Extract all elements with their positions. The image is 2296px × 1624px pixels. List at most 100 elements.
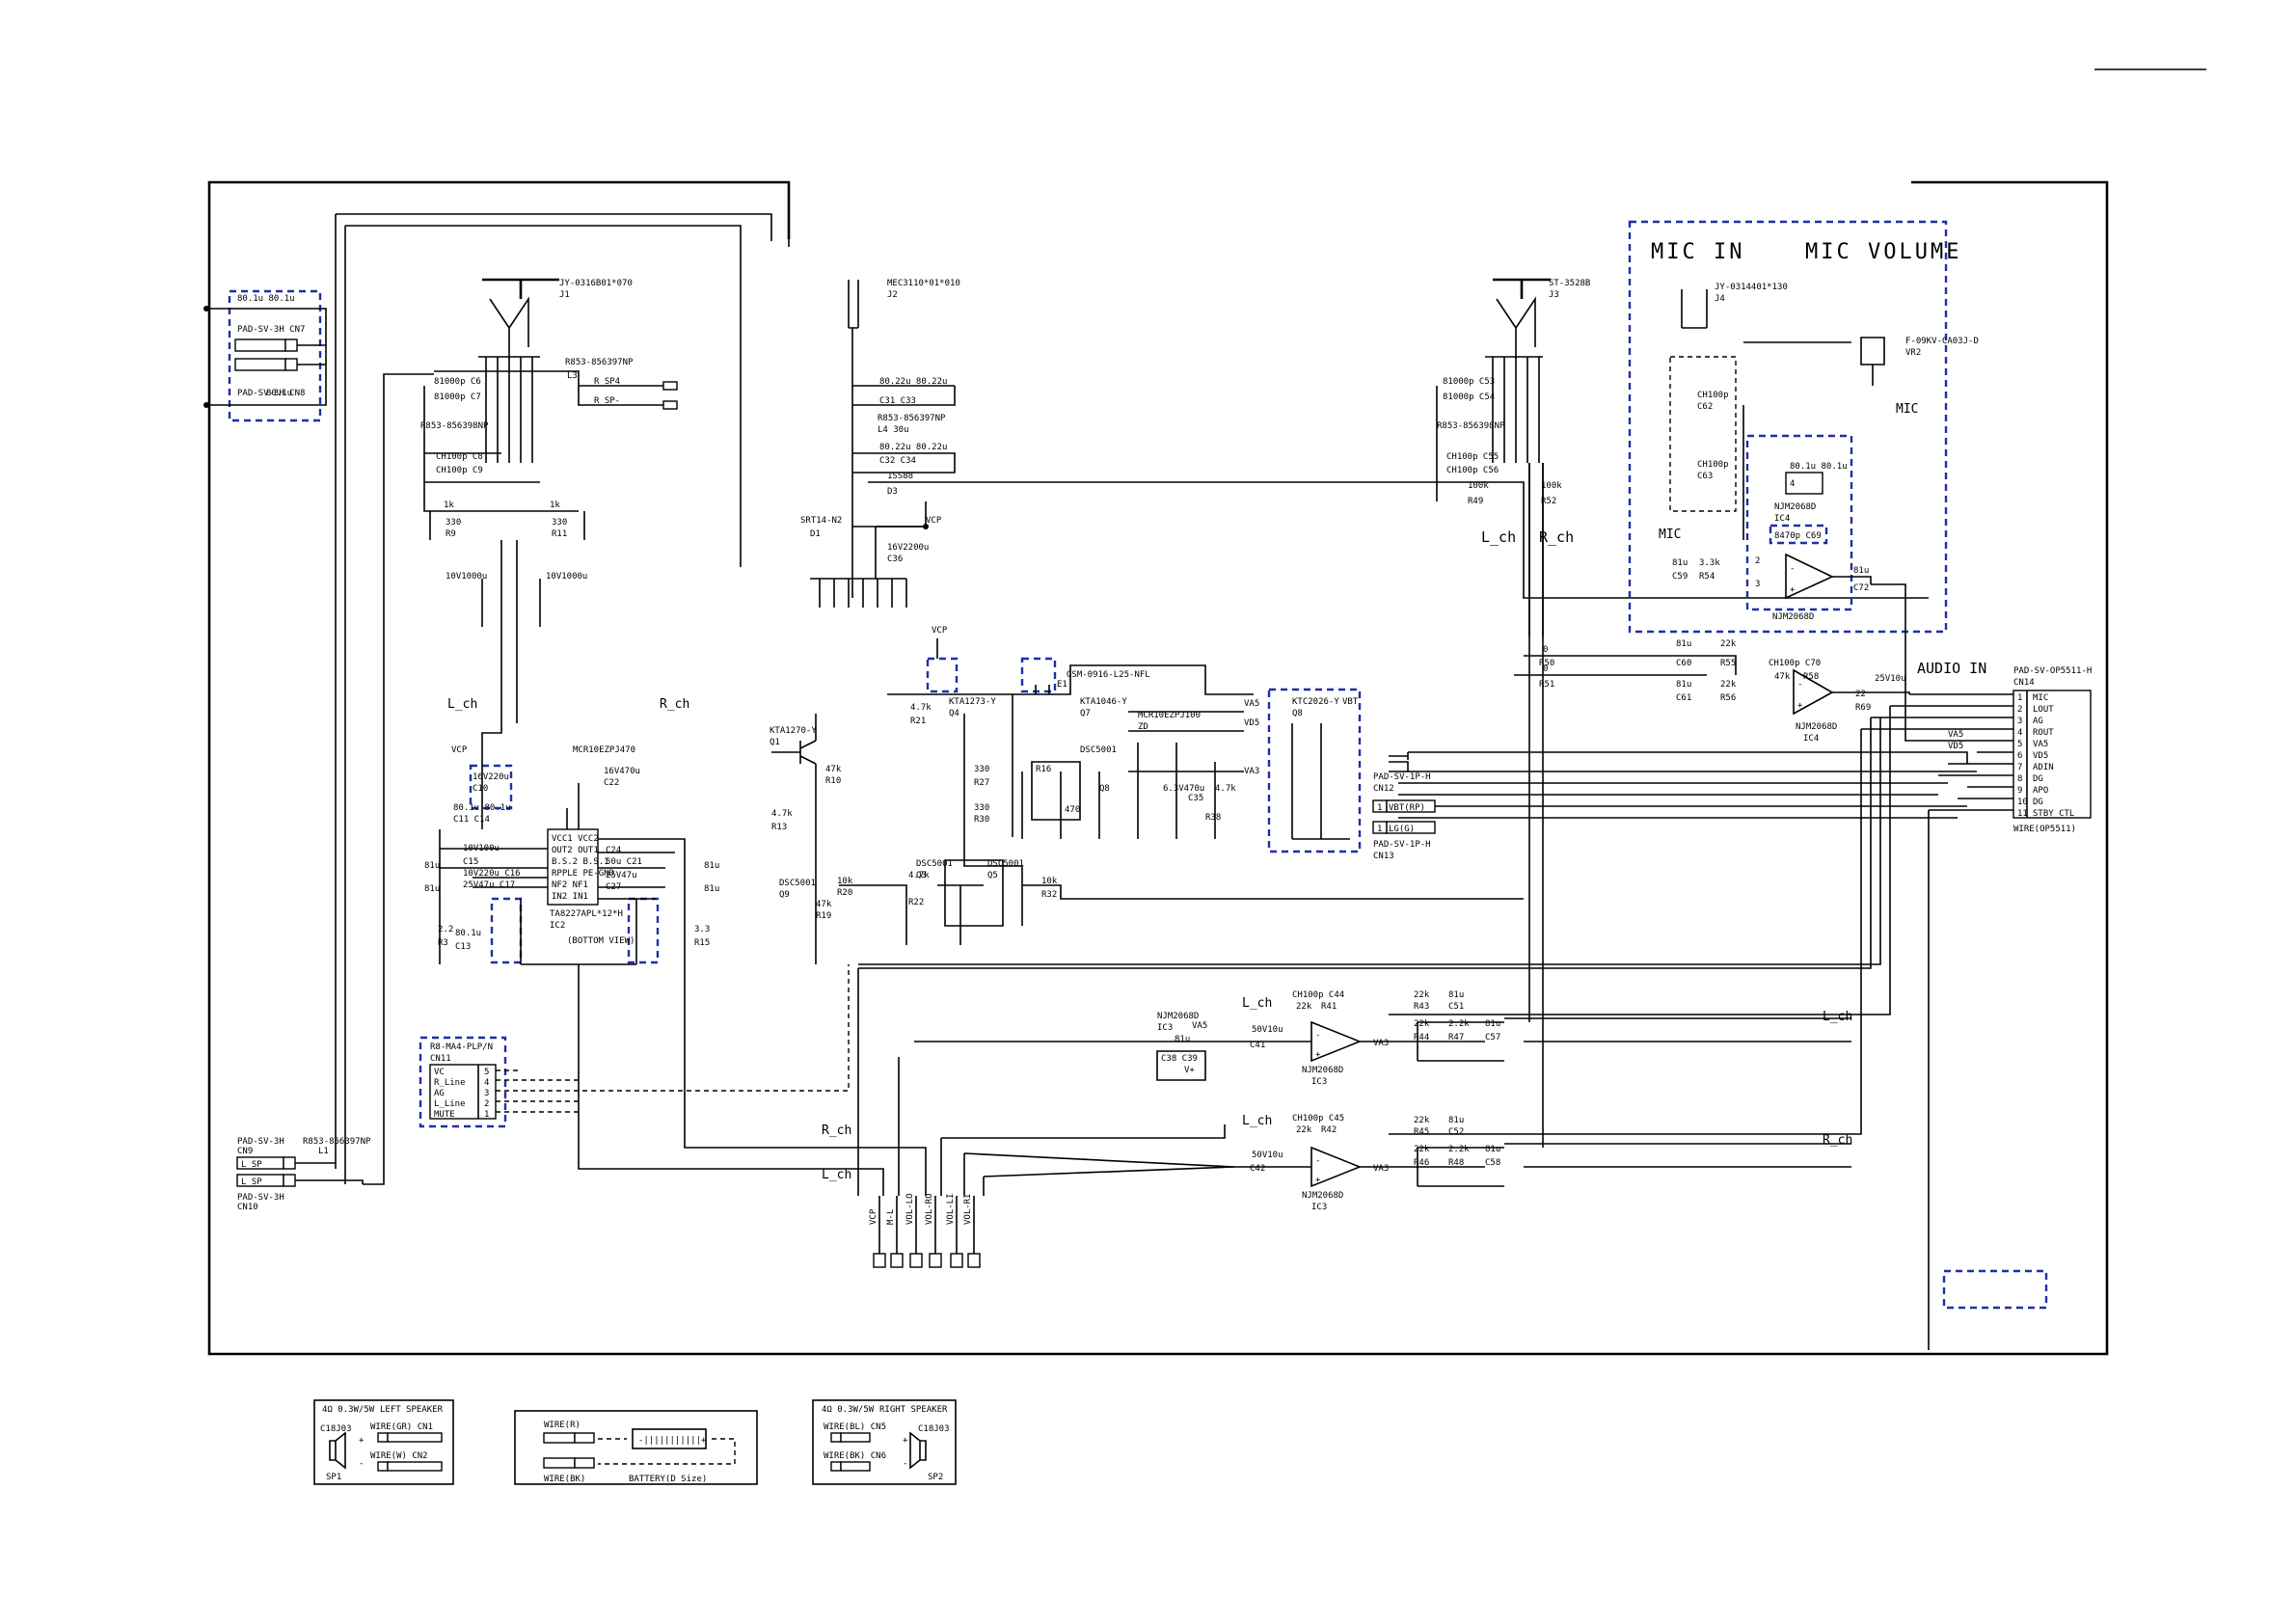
svg-text:3.3k: 3.3k xyxy=(1699,558,1720,568)
svg-text:PAD-SV-3H: PAD-SV-3H xyxy=(237,1137,284,1147)
r-ch-label-j3: R_ch xyxy=(1539,528,1574,546)
svg-text:J3: J3 xyxy=(1549,290,1559,300)
svg-text:IC4: IC4 xyxy=(1774,514,1790,524)
svg-text:R44: R44 xyxy=(1414,1033,1429,1042)
svg-text:81u: 81u xyxy=(424,884,440,894)
right-speaker-panel: 4Ω 0.3W/5W RIGHT SPEAKER C18J03 SP2 WIRE… xyxy=(812,1399,957,1485)
svg-text:16V220u: 16V220u xyxy=(473,772,509,782)
svg-text:25V47u: 25V47u xyxy=(606,871,637,880)
svg-text:-|||||||||||+: -|||||||||||+ xyxy=(638,1436,707,1446)
cn9-cn10-connectors[interactable]: PAD-SV-3H CN9 R853-856397NP L1 L_SP L_SP… xyxy=(236,373,434,1212)
svg-text:DSC5001: DSC5001 xyxy=(916,859,953,869)
svg-text:R15: R15 xyxy=(694,938,710,948)
svg-text:CN13: CN13 xyxy=(1373,852,1394,861)
svg-text:R32: R32 xyxy=(1041,890,1057,900)
svg-text:81u: 81u xyxy=(704,861,719,871)
svg-text:C58: C58 xyxy=(1485,1158,1500,1168)
svg-text:Q4: Q4 xyxy=(949,709,959,718)
svg-text:3: 3 xyxy=(484,1089,489,1098)
svg-text:KTA1273-Y: KTA1273-Y xyxy=(949,697,996,707)
svg-text:R8-MA4-PLP/N: R8-MA4-PLP/N xyxy=(430,1042,493,1052)
svg-text:-: - xyxy=(903,1459,907,1469)
svg-text:VBT(RP): VBT(RP) xyxy=(1389,803,1425,813)
q-highlight-1 xyxy=(926,657,959,693)
svg-text:J2: J2 xyxy=(887,290,898,300)
cn14-wiring xyxy=(858,693,2013,1350)
left-speaker-panel: 4Ω 0.3W/5W LEFT SPEAKER C18J03 SP1 WIRE(… xyxy=(313,1399,454,1485)
svg-text:80.1u: 80.1u xyxy=(266,389,292,398)
svg-text:R13: R13 xyxy=(771,823,787,832)
svg-text:R49: R49 xyxy=(1468,497,1483,506)
svg-text:JY-0314401*130: JY-0314401*130 xyxy=(1715,283,1788,292)
svg-text:C15: C15 xyxy=(463,857,478,867)
svg-text:47k: 47k xyxy=(816,900,832,909)
svg-text:AG: AG xyxy=(434,1089,445,1098)
svg-text:1k: 1k xyxy=(444,501,454,510)
svg-text:8: 8 xyxy=(2017,774,2022,784)
dc-filter-highlight xyxy=(228,289,322,422)
svg-text:8470p C69: 8470p C69 xyxy=(1774,531,1822,541)
svg-text:R22: R22 xyxy=(908,898,924,907)
svg-text:+: + xyxy=(1315,1050,1321,1060)
svg-text:R_ch: R_ch xyxy=(1823,1133,1852,1148)
svg-text:PAD-SV-3H: PAD-SV-3H xyxy=(237,1193,284,1203)
q8-highlight xyxy=(1267,688,1362,853)
svg-text:2.2: 2.2 xyxy=(438,925,453,934)
svg-text:D1: D1 xyxy=(810,529,821,539)
svg-text:81u: 81u xyxy=(1448,990,1464,1000)
q8-section: KTC2026-Y Q8 PAD-SV-1P-H CN12 1 VBT(RP) … xyxy=(1291,697,1436,861)
svg-text:CH100p C70: CH100p C70 xyxy=(1769,659,1821,668)
svg-text:80.22u 80.22u: 80.22u 80.22u xyxy=(879,377,947,387)
svg-text:PAD-SV-3H CN7: PAD-SV-3H CN7 xyxy=(237,325,305,335)
svg-text:KTA1270-Y: KTA1270-Y xyxy=(770,726,817,736)
svg-text:NF2 NF1: NF2 NF1 xyxy=(552,880,588,890)
ic2-right-cap-highlight xyxy=(627,897,660,964)
svg-text:10V1000u: 10V1000u xyxy=(546,572,587,582)
svg-text:NJM2068D: NJM2068D xyxy=(1157,1012,1199,1021)
svg-text:-: - xyxy=(1797,680,1802,690)
svg-text:VOL-LI: VOL-LI xyxy=(946,1193,956,1225)
svg-text:VCP: VCP xyxy=(932,626,948,636)
svg-text:R3: R3 xyxy=(438,938,448,948)
svg-text:M-L: M-L xyxy=(886,1209,896,1225)
svg-text:1SS88: 1SS88 xyxy=(887,472,913,481)
svg-text:CH100p C45: CH100p C45 xyxy=(1292,1114,1344,1123)
svg-text:80.1u: 80.1u xyxy=(455,929,481,938)
svg-text:VC: VC xyxy=(434,1068,445,1077)
svg-text:R11: R11 xyxy=(552,529,567,539)
svg-text:LEFT SPEAKER: LEFT SPEAKER xyxy=(380,1405,444,1415)
svg-text:Q8: Q8 xyxy=(1099,784,1110,794)
svg-text:Q7: Q7 xyxy=(1080,709,1091,718)
svg-text:DSC5001: DSC5001 xyxy=(987,859,1024,869)
svg-text:CH100p: CH100p xyxy=(1697,391,1729,400)
ic2-cap-highlight xyxy=(469,764,513,810)
svg-text:VOL-RO: VOL-RO xyxy=(925,1193,934,1225)
mic-preamp-highlight xyxy=(1745,434,1853,611)
svg-text:10: 10 xyxy=(2017,798,2028,807)
svg-text:22k: 22k xyxy=(1720,639,1737,649)
svg-text:VA3: VA3 xyxy=(1373,1039,1389,1048)
svg-text:SRT14-N2: SRT14-N2 xyxy=(800,516,842,526)
mic-volume-label: MIC VOLUME xyxy=(1805,240,1961,264)
svg-text:R69: R69 xyxy=(1855,703,1871,713)
svg-text:22k: 22k xyxy=(1414,1145,1430,1154)
svg-text:SP1: SP1 xyxy=(326,1473,341,1482)
svg-text:C60: C60 xyxy=(1676,659,1691,668)
svg-text:R21: R21 xyxy=(910,717,926,726)
svg-text:81u: 81u xyxy=(1853,566,1869,576)
ic3-left-buffer: L_ch NJM2068D IC3 81u VA5 C38 C39 V+ 50V… xyxy=(1156,990,1852,1087)
mute-transistors: KTA1270-Y Q1 47k R10 4.7k R13 DSC5001 Q9… xyxy=(770,714,1524,964)
svg-text:81u: 81u xyxy=(1485,1019,1500,1029)
svg-text:+: + xyxy=(1797,701,1803,711)
l-ch-label-route: L_ch xyxy=(822,1168,851,1182)
ic2-power-amp: VCC1 VCC2 OUT2 OUT1 B.S.2 B.S.1 RPPLE PE… xyxy=(424,617,719,965)
svg-text:NJM2068D: NJM2068D xyxy=(1796,722,1837,732)
